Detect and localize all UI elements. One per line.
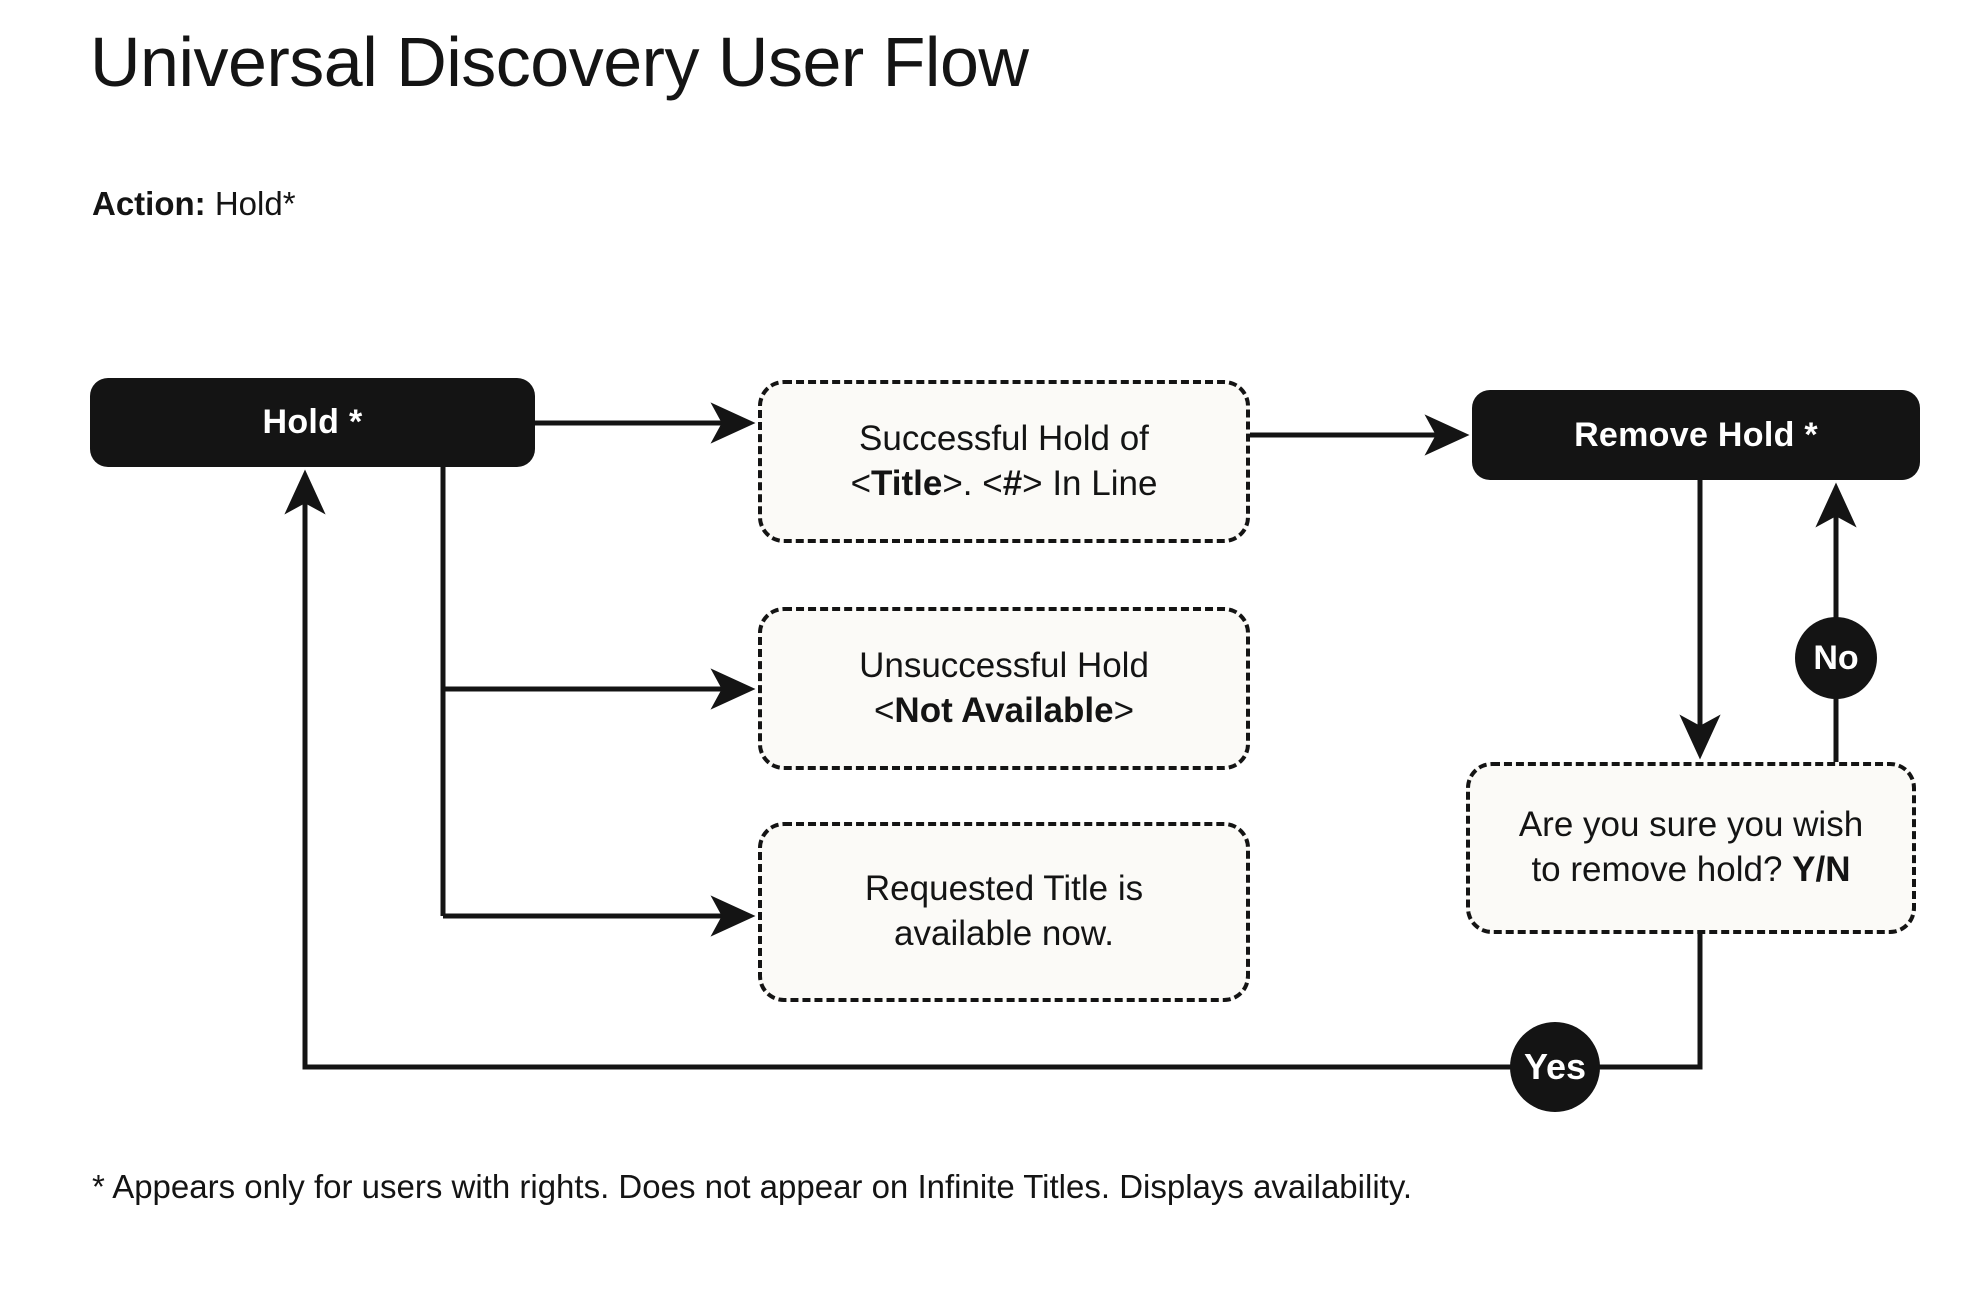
confirm-line-1: Are you sure you wish (1518, 805, 1864, 845)
successful-hold-line-2: <Title>. <#> In Line (851, 462, 1158, 507)
successful-hold-suffix: > In Line (1022, 463, 1158, 503)
unsuccessful-angle-close: > (1113, 690, 1135, 730)
action-value: Hold* (214, 185, 296, 222)
node-remove-hold[interactable]: Remove Hold * (1472, 390, 1920, 480)
successful-hold-number-token: # (1002, 463, 1023, 503)
unsuccessful-not-available-token: Not Available (894, 690, 1114, 730)
action-label: Action: (92, 185, 206, 222)
unsuccessful-angle-open: < (873, 690, 895, 730)
node-hold-label: Hold * (262, 403, 363, 441)
confirm-question: to remove hold? (1531, 850, 1793, 889)
successful-hold-line-1: Successful Hold of (859, 418, 1149, 458)
unsuccessful-hold-line-2: <Not Available> (859, 689, 1149, 734)
available-now-line-2: available now. (894, 914, 1114, 953)
footnote: * Appears only for users with rights. Do… (92, 1168, 1413, 1205)
node-confirm-remove-hold-text: Are you sure you wish to remove hold? Y/… (1519, 803, 1863, 893)
node-successful-hold-text: Successful Hold of <Title>. <#> In Line (851, 417, 1158, 507)
successful-hold-middle: >. < (942, 463, 1003, 503)
successful-hold-title-token: Title (871, 463, 943, 503)
confirm-yn-token: Y/N (1792, 850, 1851, 889)
badge-no-label: No (1813, 638, 1859, 677)
unsuccessful-hold-line-1: Unsuccessful Hold (859, 645, 1149, 685)
badge-no[interactable]: No (1795, 617, 1877, 699)
badge-yes-label: Yes (1523, 1046, 1587, 1087)
confirm-line-2: to remove hold? Y/N (1519, 848, 1863, 893)
available-now-line-1: Requested Title is (864, 869, 1144, 909)
node-successful-hold[interactable]: Successful Hold of <Title>. <#> In Line (758, 380, 1250, 543)
node-remove-hold-label: Remove Hold * (1574, 415, 1818, 454)
node-hold[interactable]: Hold * (90, 378, 535, 467)
action-line: Action: Hold* (92, 185, 296, 223)
node-available-now[interactable]: Requested Title is available now. (758, 822, 1250, 1002)
badge-yes[interactable]: Yes (1510, 1022, 1600, 1112)
page-title: Universal Discovery User Flow (90, 23, 1029, 101)
successful-hold-angle-open: < (850, 463, 872, 503)
node-available-now-text: Requested Title is available now. (865, 867, 1143, 957)
node-unsuccessful-hold[interactable]: Unsuccessful Hold <Not Available> (758, 607, 1250, 770)
node-confirm-remove-hold[interactable]: Are you sure you wish to remove hold? Y/… (1466, 762, 1916, 934)
node-unsuccessful-hold-text: Unsuccessful Hold <Not Available> (859, 644, 1149, 734)
